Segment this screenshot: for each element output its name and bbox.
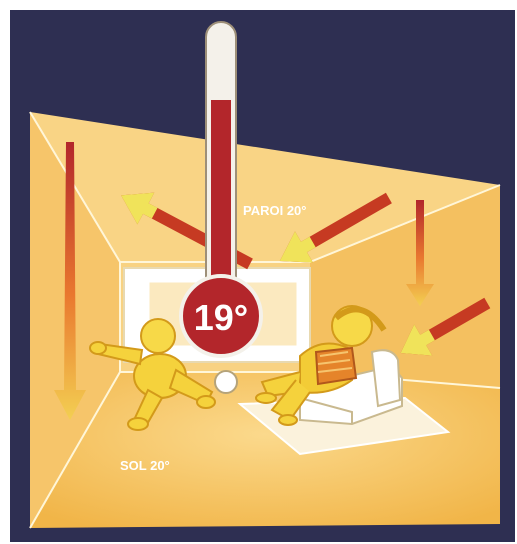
floor-temperature-label: SOL 20° <box>120 458 170 473</box>
ball <box>215 371 237 393</box>
thermometer-value: 19° <box>194 297 248 338</box>
wall-temperature-label: PAROI 20° <box>243 203 306 218</box>
